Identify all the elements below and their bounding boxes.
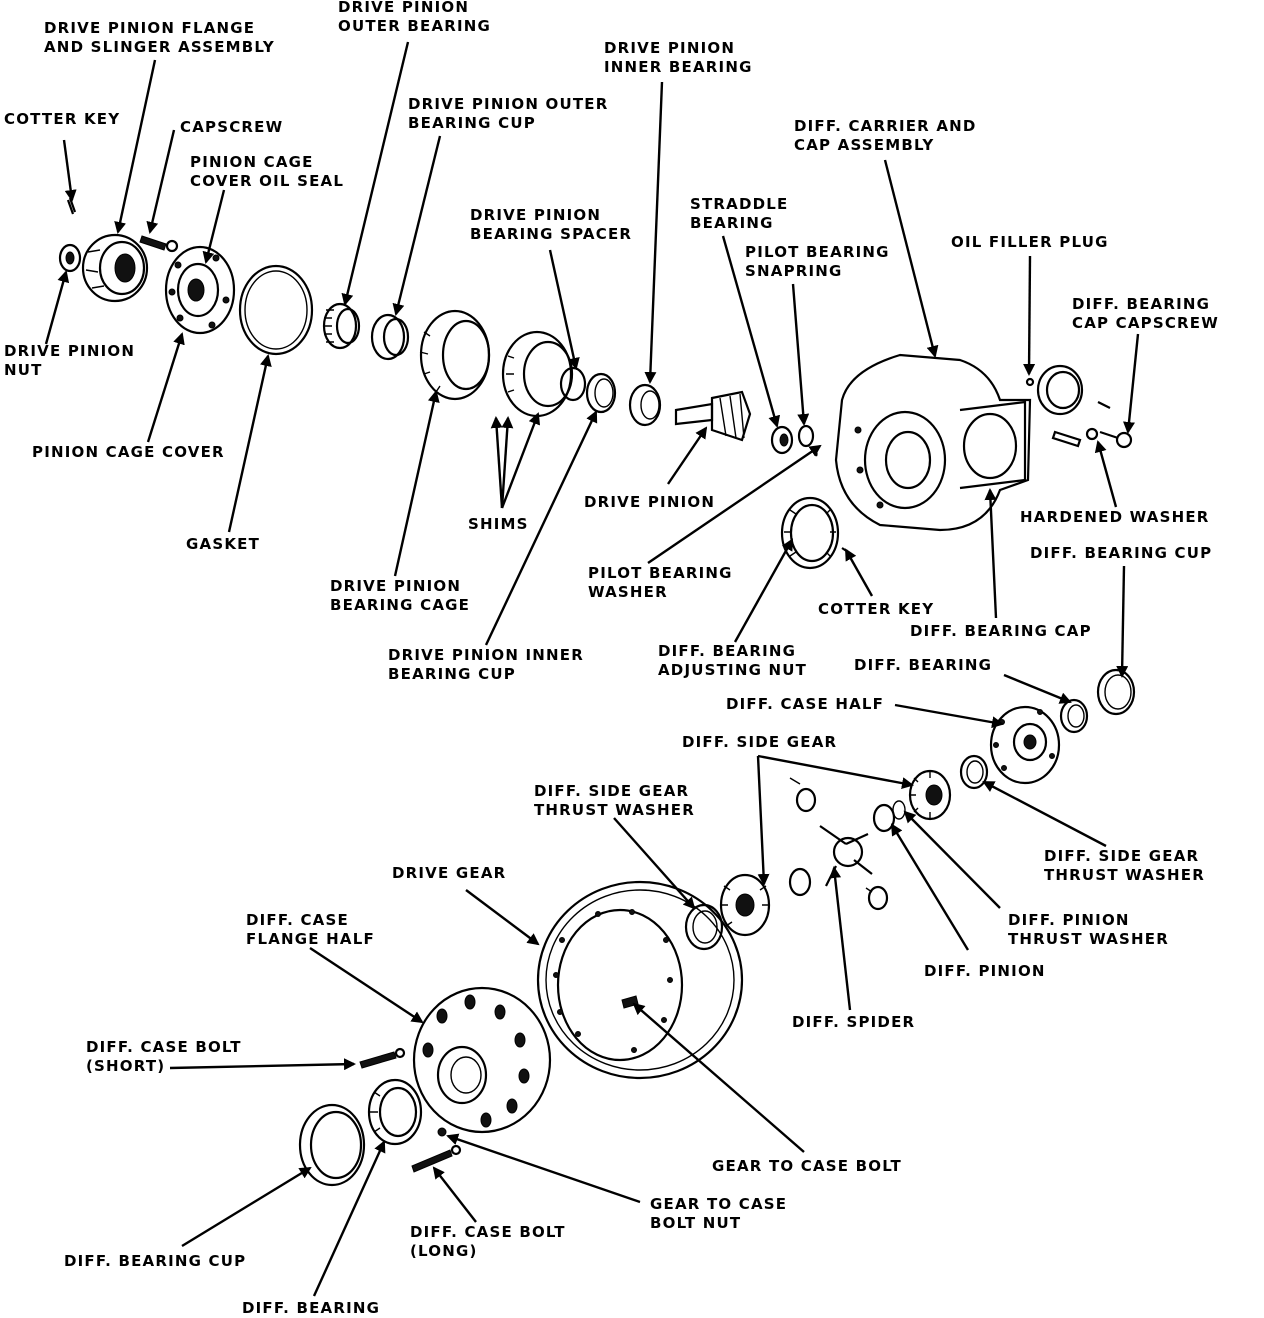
drive-pinion-nut-part <box>58 243 82 273</box>
label-pinion-cage-cover: PINION CAGE COVER <box>32 443 225 461</box>
drive-pinion-bearing-spacer-part <box>501 330 587 418</box>
label-pilot-bearing-washer: PILOT BEARING WASHER <box>588 564 733 601</box>
oil-filler-plug-part <box>1025 377 1035 387</box>
label-diff-case-bolt-short: DIFF. CASE BOLT (SHORT) <box>86 1038 242 1075</box>
label-hardened-washer: HARDENED WASHER <box>1020 508 1210 526</box>
diff-case-flange-half-part <box>412 986 552 1134</box>
diff-spider-part <box>819 825 873 887</box>
diff-pinion-part <box>872 800 906 833</box>
label-drive-gear: DRIVE GEAR <box>392 864 507 882</box>
diff-pinion-gears-part <box>788 777 889 911</box>
gear-to-case-bolt-nut-part <box>437 1127 447 1137</box>
label-diff-side-gear: DIFF. SIDE GEAR <box>682 733 838 751</box>
drive-pinion-inner-bearing-part <box>628 383 662 427</box>
label-diff-side-gear-thrust-washer-right: DIFF. SIDE GEAR THRUST WASHER <box>1044 847 1206 884</box>
diff-side-gear-thrust-washer-right-part <box>959 754 989 790</box>
diff-bearing-cap-capscrew-part <box>1099 430 1133 449</box>
gasket-part <box>238 264 314 356</box>
diff-bearing-right-part <box>1059 698 1089 734</box>
label-diff-bearing-adjusting-nut: DIFF. BEARING ADJUSTING NUT <box>658 642 808 679</box>
label-diff-case-bolt-long: DIFF. CASE BOLT (LONG) <box>410 1223 566 1260</box>
label-drive-pinion-bearing-spacer: DRIVE PINION BEARING SPACER <box>470 206 633 243</box>
drive-gear-part <box>536 880 744 1080</box>
label-capscrew: CAPSCREW <box>180 118 284 136</box>
drive-pinion-bearing-cage-part <box>419 309 491 401</box>
label-diff-bearing-cup-left: DIFF. BEARING CUP <box>64 1252 247 1270</box>
capscrew-part <box>139 235 179 253</box>
hardened-washer-part <box>1051 427 1099 448</box>
label-shims: SHIMS <box>468 515 529 533</box>
diff-case-half-part <box>989 705 1061 785</box>
label-gear-to-case-bolt-nut: GEAR TO CASE BOLT NUT <box>650 1195 788 1232</box>
label-cotter-key-top: COTTER KEY <box>4 110 121 128</box>
label-drive-pinion-nut: DRIVE PINION NUT <box>4 342 136 379</box>
diff-carrier-part <box>834 353 1032 532</box>
label-drive-pinion-inner-bearing-cup: DRIVE PINION INNER BEARING CUP <box>388 646 584 683</box>
label-diff-bearing-right: DIFF. BEARING <box>854 656 993 674</box>
drive-pinion-outer-bearing-part <box>322 302 361 350</box>
drive-pinion-flange-part <box>81 233 149 303</box>
label-drive-pinion-flange: DRIVE PINION FLANGE AND SLINGER ASSEMBLY <box>44 19 275 56</box>
drive-pinion-outer-bearing-cup-part <box>370 313 410 361</box>
cotter-key-part <box>66 197 77 215</box>
leader-lines <box>44 41 1140 1297</box>
label-straddle-bearing: STRADDLE BEARING <box>690 195 789 232</box>
label-drive-pinion-outer-bearing-cup: DRIVE PINION OUTER BEARING CUP <box>408 95 609 132</box>
label-diff-bearing-bottom: DIFF. BEARING <box>242 1299 381 1317</box>
label-gear-to-case-bolt: GEAR TO CASE BOLT <box>712 1157 902 1175</box>
label-diff-spider: DIFF. SPIDER <box>792 1013 916 1031</box>
straddle-bearing-part <box>770 425 794 455</box>
label-gasket: GASKET <box>186 535 261 553</box>
label-diff-bearing-cup-right: DIFF. BEARING CUP <box>1030 544 1213 562</box>
label-diff-carrier-cap-assembly: DIFF. CARRIER AND CAP ASSEMBLY <box>794 117 977 154</box>
diff-case-bolt-short-part <box>359 1047 406 1069</box>
drive-pinion-part <box>674 390 752 442</box>
diff-side-gear-left-part <box>719 873 771 937</box>
diff-bearing-cup-right-part <box>1096 668 1136 716</box>
carrier-bearing-ring-part <box>1036 364 1084 416</box>
label-pinion-cage-cover-oil-seal: PINION CAGE COVER OIL SEAL <box>190 153 345 190</box>
diff-bearing-cup-left-part <box>298 1103 366 1187</box>
label-oil-filler-plug: OIL FILLER PLUG <box>951 233 1109 251</box>
label-diff-case-half: DIFF. CASE HALF <box>726 695 885 713</box>
cotter-key-small-part <box>1097 401 1111 409</box>
label-drive-pinion-outer-bearing: DRIVE PINION OUTER BEARING <box>338 0 492 35</box>
label-diff-pinion: DIFF. PINION <box>924 962 1046 980</box>
diff-bearing-bottom-part <box>367 1078 423 1146</box>
label-drive-pinion-inner-bearing: DRIVE PINION INNER BEARING <box>604 39 753 76</box>
diff-bearing-adjusting-nut-part <box>780 496 840 570</box>
diff-case-bolt-long-part <box>411 1144 462 1173</box>
pilot-bearing-snapring-part <box>797 424 815 448</box>
label-drive-pinion-bearing-cage: DRIVE PINION BEARING CAGE <box>330 577 471 614</box>
diff-side-gear-right-part <box>908 769 952 821</box>
label-diff-side-gear-thrust-washer-left: DIFF. SIDE GEAR THRUST WASHER <box>534 782 696 819</box>
drive-pinion-inner-bearing-cup-part <box>585 372 617 414</box>
label-diff-case-flange-half: DIFF. CASE FLANGE HALF <box>246 911 375 948</box>
label-diff-bearing-cap-capscrew: DIFF. BEARING CAP CAPSCREW <box>1072 295 1219 332</box>
label-pilot-bearing-snapring: PILOT BEARING SNAPRING <box>745 243 890 280</box>
label-diff-pinion-thrust-washer: DIFF. PINION THRUST WASHER <box>1008 911 1170 948</box>
pinion-cage-cover-part <box>164 245 236 335</box>
label-drive-pinion: DRIVE PINION <box>584 493 716 511</box>
label-cotter-key-mid: COTTER KEY <box>818 600 935 618</box>
label-diff-bearing-cap: DIFF. BEARING CAP <box>910 622 1092 640</box>
